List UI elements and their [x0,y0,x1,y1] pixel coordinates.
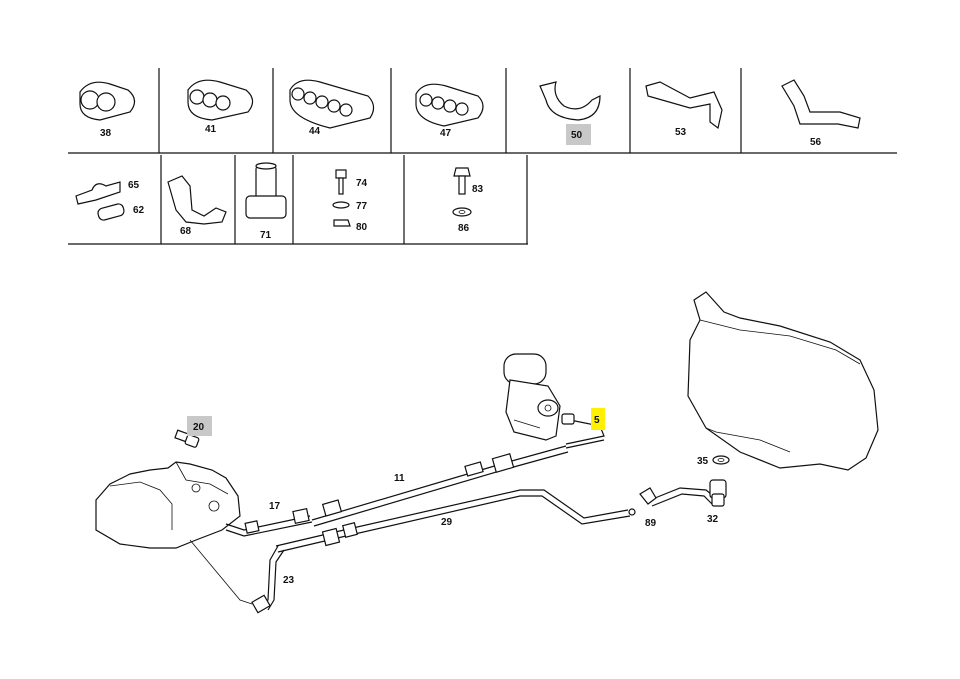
bolt-set-b [452,167,472,217]
label-80: 80 [356,222,368,233]
label-86: 86 [458,223,470,234]
bracket-56 [781,79,861,129]
label-74: 74 [356,178,368,189]
label-29: 29 [441,517,453,528]
bolt-20 [174,429,200,448]
label-68: 68 [180,226,192,237]
clip-47 [415,83,484,127]
label-56: 56 [810,137,822,148]
label-41: 41 [205,124,217,135]
washer-35 [712,455,730,465]
fuel-pump-assembly [503,353,561,441]
label-44: 44 [309,126,321,137]
label-77: 77 [356,201,368,212]
line-17 [225,507,313,537]
pipe-5 [561,413,605,449]
line-11 [311,445,569,527]
clip-pair-65-62 [75,181,125,221]
clip-41 [187,79,254,121]
label-11: 11 [394,473,405,484]
label-47: 47 [440,128,452,139]
label-65: 65 [128,180,140,191]
label-23: 23 [283,575,295,586]
clip-50 [539,81,601,121]
label-5: 5 [594,415,600,426]
label-83: 83 [472,184,484,195]
line-23 [251,545,285,614]
label-89: 89 [645,518,657,529]
label-53: 53 [675,127,687,138]
engine-block [95,461,253,605]
bracket-53 [645,81,723,130]
highlight-5 [591,408,605,430]
highlight-50 [566,124,591,145]
label-20: 20 [193,422,205,433]
clip-38 [79,81,136,121]
clamp-89 [639,487,657,505]
highlight-20 [187,416,212,436]
label-17: 17 [269,501,281,512]
hose-32 [649,479,727,507]
label-71: 71 [260,230,272,241]
clip-44 [289,79,375,129]
bolt-set-a [332,169,351,227]
label-32: 32 [707,514,719,525]
line-29 [275,489,636,553]
label-50: 50 [571,130,583,141]
label-38: 38 [100,128,112,139]
parts-grid [68,68,897,245]
label-62: 62 [133,205,145,216]
damper-71 [245,162,287,219]
label-35: 35 [697,456,709,467]
fuel-tank [687,291,879,471]
bracket-68 [167,175,227,225]
